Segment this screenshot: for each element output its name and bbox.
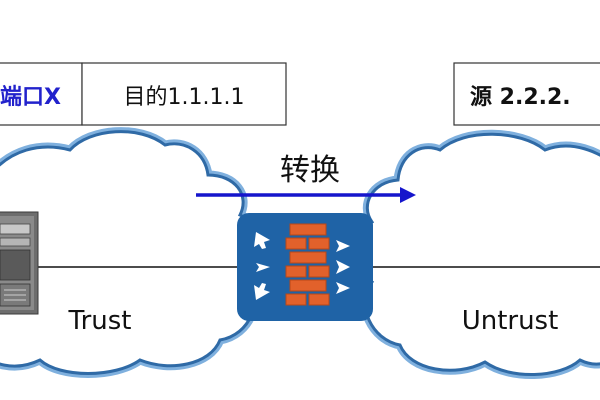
transform-arrow bbox=[196, 187, 416, 203]
firewall-icon bbox=[237, 213, 373, 321]
trust-cloud bbox=[0, 127, 265, 378]
packet-header-right: 源 2.2.2. bbox=[453, 62, 600, 126]
zone-label-untrust: Untrust bbox=[462, 306, 559, 336]
packet-field-source bbox=[453, 62, 600, 126]
packet-field-source-text: 源 2.2.2. bbox=[470, 85, 571, 110]
packet-field-destination bbox=[81, 62, 287, 126]
zone-label-trust: Trust bbox=[68, 306, 132, 336]
server-icon bbox=[0, 211, 39, 315]
packet-header-left: 端口X 目的1.1.1.1 bbox=[0, 62, 287, 126]
transform-label: 转换 bbox=[280, 153, 340, 188]
untrust-cloud bbox=[350, 129, 600, 380]
firewall-outgoing-arrows bbox=[336, 240, 350, 294]
firewall-bricks bbox=[285, 223, 330, 306]
packet-field-port-text: 端口X bbox=[0, 85, 61, 110]
packet-field-destination-text: 目的1.1.1.1 bbox=[124, 85, 245, 110]
firewall-incoming-arrows bbox=[254, 232, 270, 300]
